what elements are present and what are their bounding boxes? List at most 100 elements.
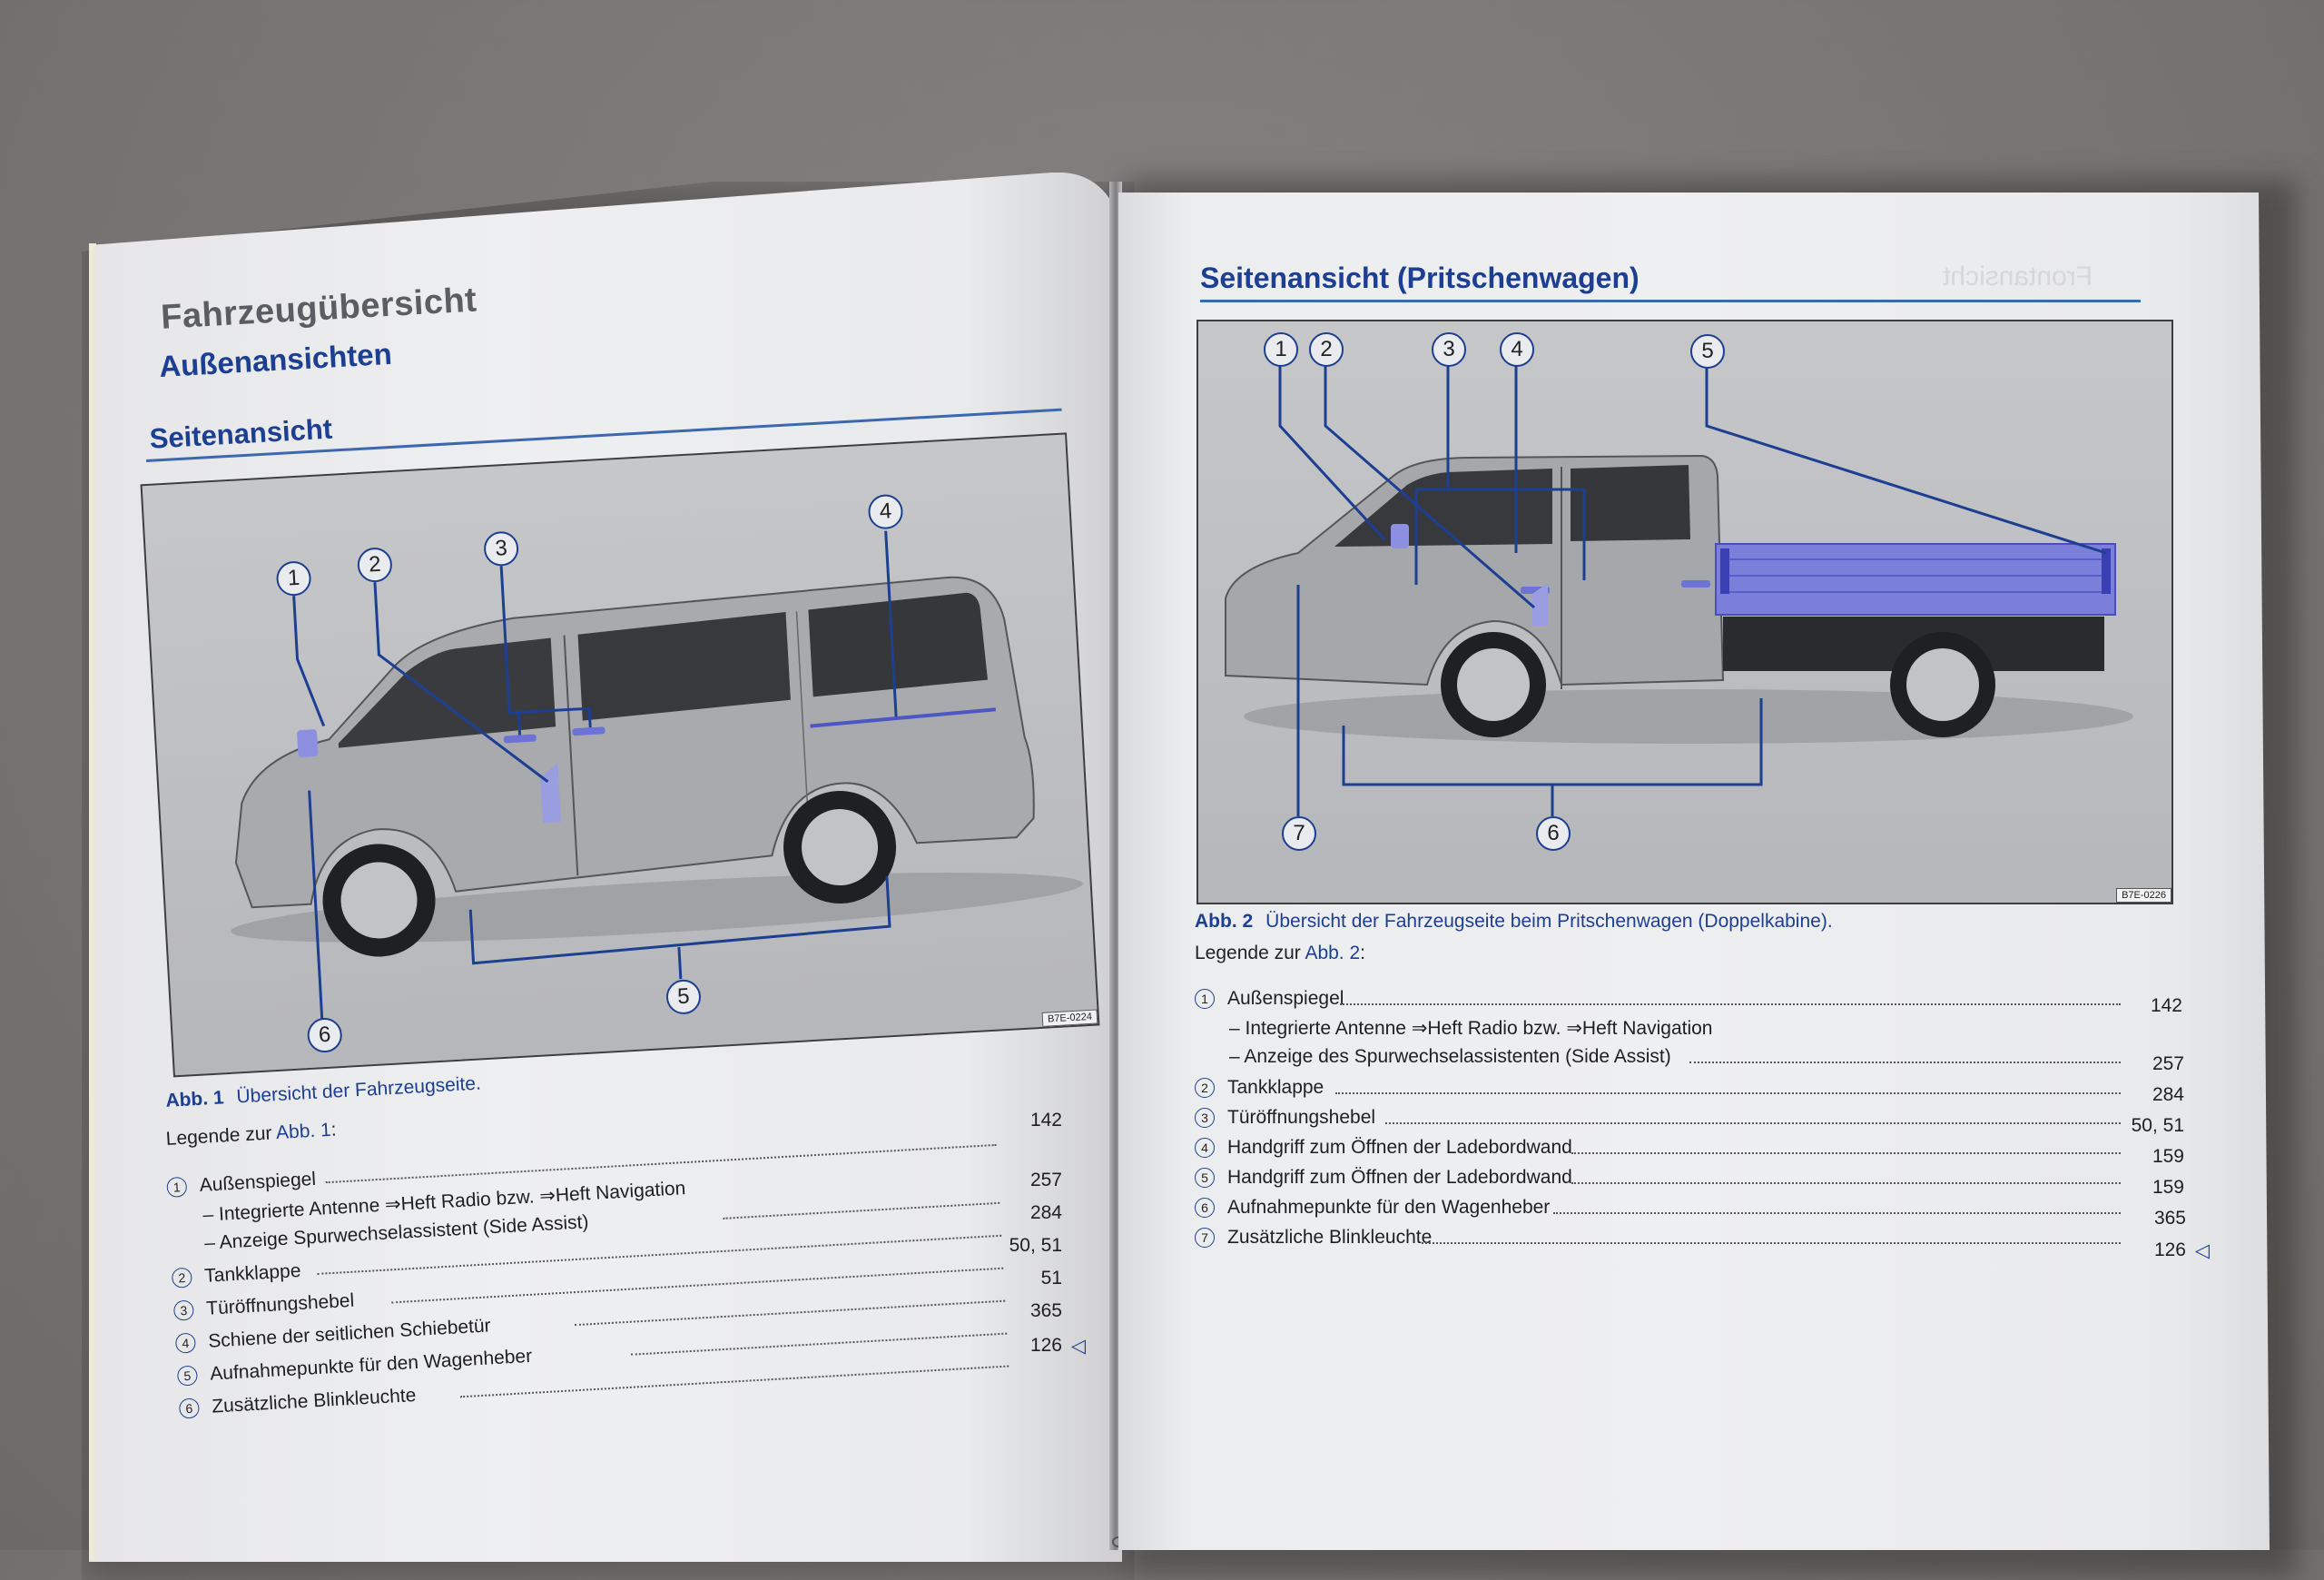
figure-caption-text: Übersicht der Fahrzeugseite beim Pritsch… (1265, 911, 1833, 932)
callout-3: 3 (1432, 332, 1466, 367)
legend-number: 2 (171, 1267, 192, 1289)
heading-rule-right (1200, 300, 2141, 302)
leader-dots (1335, 1092, 2121, 1094)
callout-1: 1 (1264, 332, 1298, 367)
legend-item: 6 Zusätzliche Blinkleuchte (178, 1382, 418, 1423)
end-marker-icon: ◁ (2194, 1240, 2210, 1261)
legend-label: – Anzeige des Spurwechselassistenten (Si… (1229, 1046, 1671, 1067)
legend-intro: Legende zur (165, 1122, 277, 1150)
legend-item: 7 Zusätzliche Blinkleuchte (1195, 1224, 1432, 1251)
figure-id-label: B7E-0226 (2116, 888, 2171, 903)
legend-label: Handgriff zum Öffnen der Ladebordwand (1227, 1137, 1572, 1158)
legend-label: Zusätzliche Blinkleuchte (1227, 1227, 1433, 1248)
leader-dots (1571, 1152, 2121, 1154)
legend-item: 3 Türöffnungshebel (172, 1288, 355, 1325)
chapter-title: Fahrzeugübersicht (160, 281, 478, 337)
legend-label: Türöffnungshebel (205, 1289, 355, 1319)
legend-label: Außenspiegel (199, 1168, 317, 1196)
legend-item: 6 Aufnahmepunkte für den Wagenheber (1195, 1194, 1550, 1221)
figure-pickup-side-view: 1 2 3 4 5 6 7 B7E-0226 (1196, 320, 2173, 904)
legend-number: 6 (1195, 1198, 1215, 1218)
legend-figure-link[interactable]: Abb. 2 (1305, 943, 1361, 963)
leader-dots (391, 1267, 1004, 1304)
callout-5: 5 (1690, 334, 1725, 369)
legend-list-right: 1 Außenspiegel – Integrierte Antenne ⇒Hef… (1195, 985, 2221, 1258)
legend-subitem: – Integrierte Antenne ⇒Heft Radio bzw. ⇒… (1195, 1014, 1713, 1042)
callout-6: 6 (1536, 816, 1571, 851)
legend-number: 5 (176, 1365, 198, 1387)
leader-dots (1422, 1242, 2121, 1244)
pickup-illustration (1225, 362, 2133, 816)
figure-caption-label: Abb. 2 (1195, 911, 1254, 932)
leader-dots (723, 1201, 1000, 1220)
page-ref[interactable]: 365 (1029, 1300, 1062, 1321)
legend-label: Tankklappe (203, 1259, 302, 1287)
page-ref[interactable]: 142 (2150, 995, 2182, 1016)
legend-label: Aufnahmepunkte für den Wagenheber (1227, 1197, 1551, 1218)
legend-label: Handgriff zum Öffnen der Ladebordwand (1227, 1167, 1572, 1188)
legend-number: 6 (178, 1397, 201, 1419)
figure-van-side-view: 1 2 3 4 5 6 B7E-0224 (140, 432, 1100, 1078)
page-ref[interactable]: 51 (1040, 1268, 1062, 1289)
leader-dots (630, 1332, 1008, 1356)
page-ref[interactable]: 50, 51 (2131, 1115, 2184, 1136)
page-ref[interactable]: 126 (1029, 1335, 1062, 1356)
legend-label: Zusätzliche Blinkleuchte (211, 1385, 417, 1417)
van-illustration (231, 530, 1083, 1041)
legend-colon: : (1360, 943, 1365, 963)
legend-number: 1 (1195, 989, 1215, 1009)
legend-label: Tankklappe (1227, 1077, 1324, 1098)
legend-number: 2 (1195, 1078, 1215, 1098)
legend-label: Außenspiegel (1227, 988, 1344, 1009)
left-page-content: Fahrzeugübersicht Außenansichten Seitena… (109, 228, 1136, 1460)
legend-number: 3 (1195, 1108, 1215, 1128)
legend-colon: : (330, 1119, 338, 1141)
subsection-title: Seitenansicht (148, 412, 333, 455)
leader-dots (1553, 1212, 2121, 1214)
legend-label: Türöffnungshebel (1227, 1107, 1376, 1128)
page-ref[interactable]: 257 (1029, 1170, 1062, 1190)
page-ref[interactable]: 284 (1029, 1202, 1062, 1223)
legend-subitem: – Anzeige des Spurwechselassistenten (Si… (1195, 1043, 1671, 1071)
page-ref[interactable]: 126 (2153, 1239, 2186, 1260)
legend-item: 5 Handgriff zum Öffnen der Ladebordwand (1195, 1164, 1572, 1191)
legend-item: 2 Tankklappe (171, 1258, 302, 1292)
section-title: Außenansichten (158, 336, 393, 384)
leader-dots (1689, 1062, 2121, 1063)
legend-number: 3 (172, 1299, 194, 1321)
leader-dots (1571, 1182, 2121, 1184)
figure-caption-label: Abb. 1 (164, 1087, 225, 1111)
legend-label: – Integrierte Antenne ⇒Heft Radio bzw. ⇒… (1229, 1017, 1713, 1039)
leader-dots (460, 1365, 1009, 1398)
callout-4: 4 (1500, 332, 1534, 367)
legend-title: Legende zur Abb. 1: (165, 1119, 337, 1150)
legend-intro: Legende zur (1195, 943, 1305, 963)
legend-item: 4 Handgriff zum Öffnen der Ladebordwand (1195, 1134, 1572, 1161)
figure-caption: Abb. 1 Übersicht der Fahrzeugseite. (165, 1073, 482, 1112)
callout-7: 7 (1282, 816, 1316, 851)
leader-dots (1385, 1122, 2121, 1124)
legend-number: 7 (1195, 1228, 1215, 1248)
legend-item: 3 Türöffnungshebel (1195, 1104, 1375, 1131)
legend-number: 1 (166, 1176, 188, 1198)
callout-2: 2 (1309, 332, 1344, 367)
legend-item: 2 Tankklappe (1195, 1074, 1324, 1101)
leader-dots (574, 1299, 1006, 1327)
legend-title-right: Legende zur Abb. 2: (1195, 943, 1365, 964)
legend-number: 4 (1195, 1138, 1215, 1158)
page-ref[interactable]: 159 (2152, 1177, 2184, 1198)
section-title-right: Seitenansicht (Pritschenwagen) (1200, 262, 1640, 294)
page-ref[interactable]: 284 (2152, 1084, 2184, 1105)
page-ref[interactable]: 257 (2152, 1053, 2184, 1074)
leader-dots (1340, 1003, 2121, 1005)
legend-number: 5 (1195, 1168, 1215, 1188)
bleed-through-text: Frontansicht (1943, 262, 2093, 291)
figure-id-label: B7E-0224 (1041, 1009, 1098, 1027)
legend-figure-link[interactable]: Abb. 1 (275, 1119, 332, 1144)
page-ref[interactable]: 159 (2152, 1146, 2184, 1167)
page-ref[interactable]: 50, 51 (1009, 1235, 1062, 1256)
figure-caption-text: Übersicht der Fahrzeugseite. (235, 1072, 482, 1108)
page-ref[interactable]: 142 (1029, 1110, 1062, 1131)
page-ref[interactable]: 365 (2153, 1208, 2186, 1229)
